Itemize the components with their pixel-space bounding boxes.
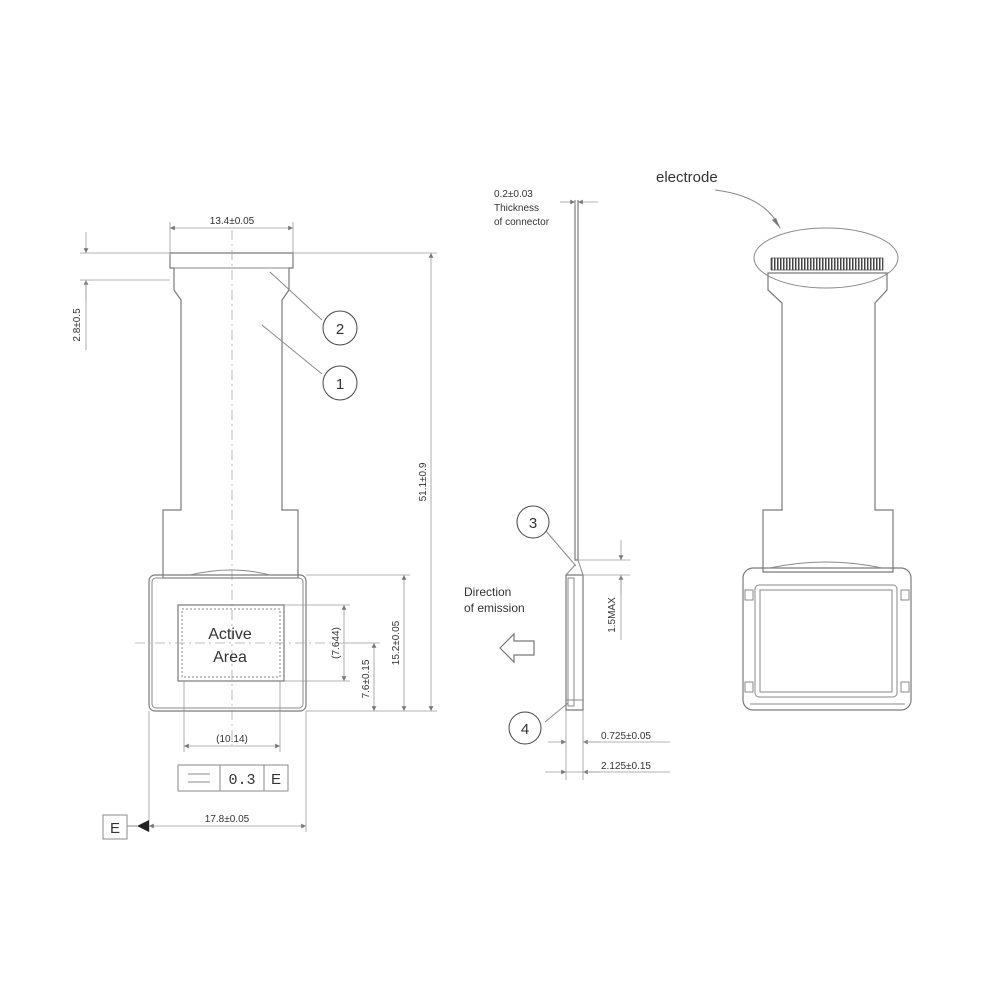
callout-4-label: 4 [521, 721, 529, 738]
dim-top-width: 13.4±0.05 [210, 216, 255, 227]
dim-body-width: 17.8±0.05 [205, 814, 250, 825]
rear-flex-outline [762, 272, 894, 573]
emission-label-2: of emission [464, 601, 525, 615]
flatness-datum: E [271, 771, 281, 788]
side-view: 0.2±0.03 Thickness of connector 1.5MAX D… [464, 189, 670, 780]
active-area-label-1: Active [208, 626, 252, 643]
active-area-label-2: Area [213, 649, 247, 666]
front-flex-outline [162, 252, 299, 579]
dim-active-height: (7.644) [331, 627, 342, 659]
callout-3 [516, 505, 550, 539]
electrode-label: electrode [656, 169, 718, 186]
emission-label-1: Direction [464, 585, 511, 599]
electrode-pins [770, 257, 884, 271]
dim-active-width: (10.14) [216, 734, 248, 745]
dim-total-length: 51.1±0.9 [418, 462, 429, 501]
front-view: Active Area 13.4±0.05 2.8±0.5 51.1±0.9 1… [72, 216, 437, 840]
flatness-value: 0.3 [228, 772, 255, 789]
connector-label-1: Thickness [494, 203, 539, 214]
rear-module-body [742, 567, 912, 711]
flatness-frame: 0.3 E [177, 764, 289, 792]
dim-connector-thickness: 0.2±0.03 [494, 189, 533, 200]
side-connector [574, 200, 579, 561]
datum-label: E [110, 820, 120, 837]
datum-triangle [137, 820, 149, 832]
dim-body-height: 15.2±0.05 [391, 620, 402, 665]
dim-top-height: 2.8±0.5 [72, 308, 83, 342]
dim-total-thickness: 2.125±0.15 [601, 761, 651, 772]
datum-box [102, 814, 128, 840]
dim-panel-thickness: 0.725±0.05 [601, 731, 651, 742]
callout-2 [322, 310, 358, 346]
emission-arrow [499, 632, 535, 664]
callout-2-label: 2 [336, 321, 344, 338]
callout-1-label: 1 [336, 376, 344, 393]
callout-1 [322, 365, 358, 401]
dim-active-offset: 7.6±0.15 [361, 659, 372, 698]
dim-max: 1.5MAX [607, 597, 618, 633]
connector-label-2: of connector [494, 217, 550, 228]
callout-4 [508, 711, 542, 745]
callout-3-label: 3 [529, 515, 537, 532]
electrode-highlight [753, 227, 899, 289]
rear-view: electrode [656, 169, 912, 711]
